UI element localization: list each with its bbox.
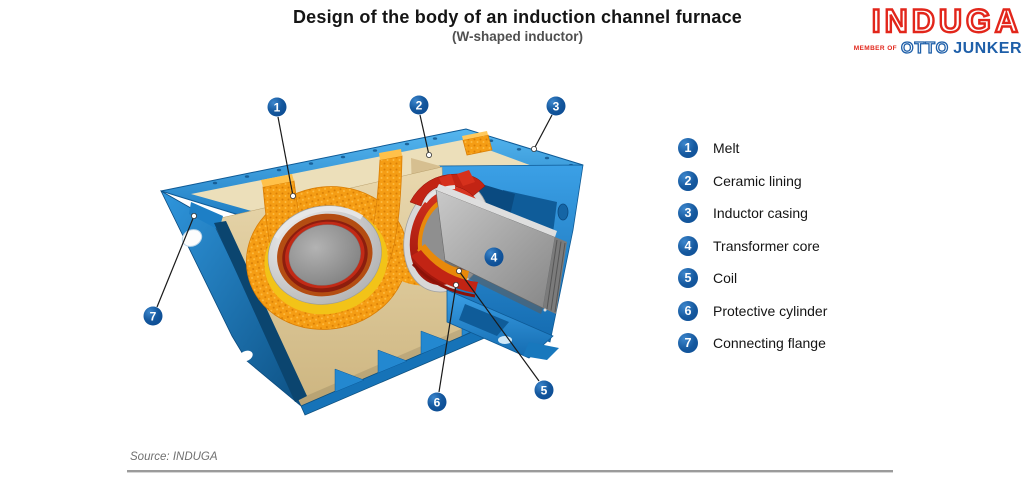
otto-wordmark: OTTO (900, 40, 950, 57)
callout-lines (156, 114, 553, 393)
coil-bottom-arc (411, 250, 478, 293)
protective-cylinder-band (417, 244, 469, 280)
legend-item-protective-cylinder: 6 Protective cylinder (678, 300, 827, 322)
legend-label-5: Coil (713, 270, 738, 286)
legend-label-2: Ceramic lining (713, 172, 802, 189)
legend-badge-1: 1 (678, 138, 698, 158)
callout-badge-1: 1 (267, 97, 287, 117)
legend-item-ceramic-lining: 2 Ceramic lining (678, 170, 802, 192)
svg-text:4: 4 (491, 251, 498, 265)
svg-text:7: 7 (150, 310, 157, 324)
page-title: Design of the body of an induction chann… (292, 7, 743, 27)
wall-slats (214, 221, 307, 402)
legend-badge-4: 4 (678, 235, 698, 256)
callout-badge-4: 4 (484, 247, 504, 267)
induga-wordmark: INDUGA (871, 3, 1022, 39)
legend-label-6: Protective cylinder (713, 302, 828, 319)
core-support (446, 289, 559, 360)
member-of-label: MEMBER OF (853, 44, 898, 52)
junker-wordmark: JUNKER (953, 40, 1022, 57)
legend-label-1: Melt (713, 140, 740, 156)
svg-text:6: 6 (434, 396, 441, 410)
legend-item-connecting-flange: 7 Connecting flange (678, 332, 826, 354)
legend-item-transformer-core: 4 Transformer core (678, 235, 820, 257)
furnace-cutaway-illustration: 1 2 3 4 5 6 7 (143, 95, 584, 416)
svg-text:3: 3 (553, 100, 560, 114)
svg-text:2: 2 (416, 99, 423, 113)
foot-hole (239, 350, 253, 362)
legend-item-inductor-casing: 3 Inductor casing (678, 202, 808, 224)
callout-badges: 1 2 3 4 5 6 7 (143, 95, 566, 412)
casing-left-wall (160, 190, 307, 407)
legend-badge-6: 6 (678, 300, 698, 321)
legend-label-7: Connecting flange (713, 335, 826, 351)
footer-divider (127, 470, 893, 472)
legend-item-coil: 5 Coil (678, 267, 737, 289)
callout-badge-3: 3 (546, 96, 566, 116)
callout-badge-6: 6 (427, 392, 447, 412)
legend-badge-5: 5 (678, 268, 698, 288)
legend-badge-2: 2 (678, 170, 698, 191)
legend-item-melt: 1 Melt (678, 137, 739, 159)
otto-junker-row: MEMBER OF OTTO JUNKER (853, 40, 1022, 57)
legend-badge-7: 7 (678, 333, 698, 353)
legend-label-4: Transformer core (713, 237, 820, 254)
callout-dots (191, 146, 537, 288)
flange-bolt-holes (212, 137, 574, 185)
central-ring (264, 205, 388, 315)
source-note: Source: INDUGA (130, 451, 218, 463)
svg-text:1: 1 (274, 101, 281, 115)
legend-label-3: Inductor casing (713, 205, 808, 221)
callout-badge-2: 2 (409, 95, 429, 115)
page-subtitle: (W-shaped inductor) (452, 29, 583, 44)
induga-logo: INDUGA MEMBER OF OTTO JUNKER (853, 3, 1022, 57)
melt-top-stub (462, 134, 493, 156)
callout-badge-7: 7 (143, 306, 163, 326)
callout-badge-5: 5 (534, 380, 554, 400)
legend-badge-3: 3 (678, 203, 698, 223)
svg-text:5: 5 (541, 384, 548, 398)
